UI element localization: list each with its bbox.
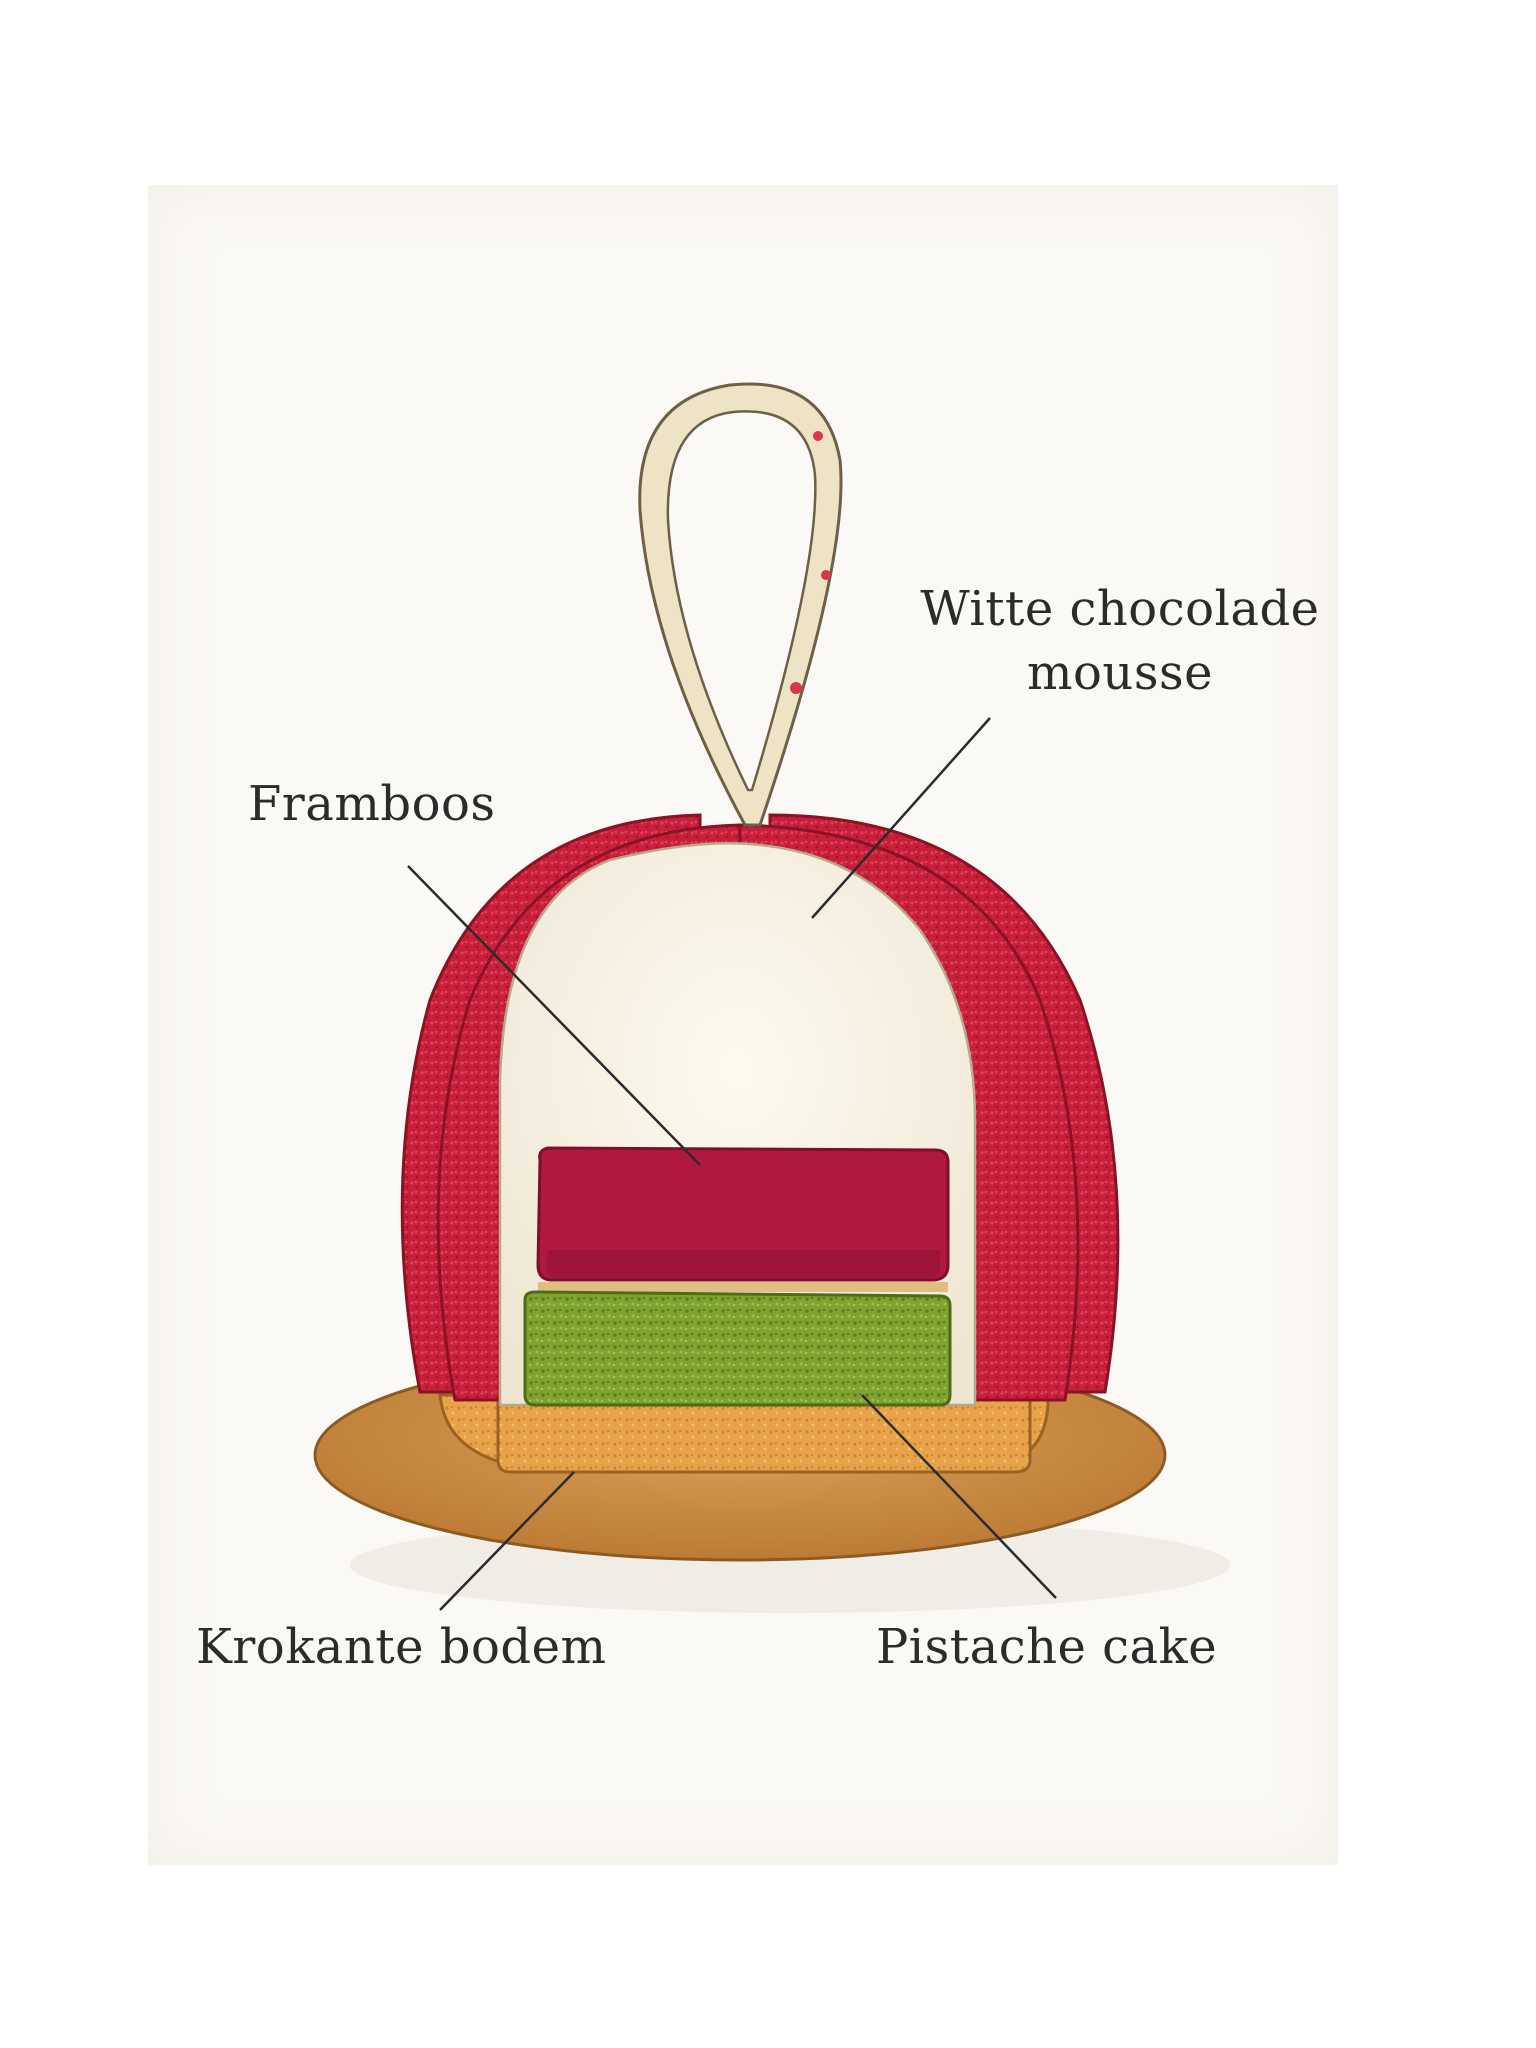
raspberry-layer <box>536 1146 950 1282</box>
label-mousse-line2: mousse <box>1027 645 1213 701</box>
crumble-base-front <box>496 1398 1032 1474</box>
label-framboos: Framboos <box>248 776 496 832</box>
leader-line-framboos <box>407 865 701 1166</box>
leader-line-pistache <box>861 1394 1057 1599</box>
raspberry-layer-shade <box>546 1250 940 1278</box>
label-pistache-cake: Pistache cake <box>876 1619 1218 1675</box>
loop-raspberry-dot <box>790 682 802 694</box>
label-witte-chocolade-mousse: Witte chocolade mousse <box>905 577 1335 705</box>
leader-line-bodem <box>439 1471 575 1611</box>
label-mousse-line1: Witte chocolade <box>920 581 1320 637</box>
label-krokante-bodem: Krokante bodem <box>196 1619 607 1675</box>
pistachio-cake <box>523 1290 952 1407</box>
loop-raspberry-dot <box>821 570 831 580</box>
white-chocolate-loop-hole <box>666 410 817 792</box>
crumb-line <box>538 1282 948 1292</box>
leader-line-mousse <box>811 717 991 919</box>
loop-raspberry-dot <box>813 431 823 441</box>
